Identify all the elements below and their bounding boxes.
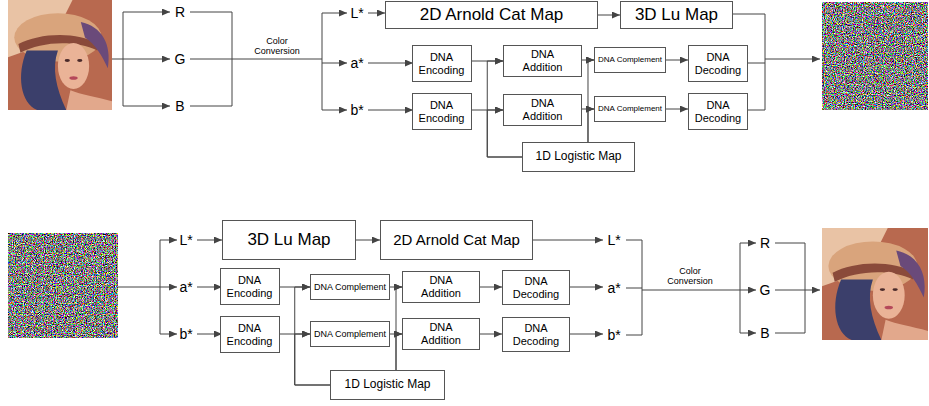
box-text: DNA Complement — [314, 329, 386, 339]
arrow-line — [570, 334, 603, 335]
box-text: DNA Addition — [517, 97, 569, 122]
process-box: DNA Encoding — [220, 268, 280, 305]
box-text: 2D Arnold Cat Map — [420, 5, 564, 25]
signal-label: L* — [179, 232, 192, 248]
box-text: DNA Encoding — [224, 322, 276, 347]
arrow-line — [368, 110, 413, 111]
process-box: DNA Complement — [310, 321, 390, 347]
signal-label: B — [175, 98, 184, 114]
box-text: DNA Decoding — [510, 322, 562, 347]
arrow-line — [123, 106, 170, 107]
process-box: 3D Lu Map — [620, 1, 733, 29]
process-box: 2D Arnold Cat Map — [380, 220, 533, 260]
signal-label: B — [760, 325, 769, 341]
box-text: DNA Encoding — [224, 274, 276, 299]
color-image — [8, 0, 112, 110]
flow-arrow — [666, 109, 688, 110]
process-box: 1D Logistic Map — [522, 142, 635, 172]
cipher-image — [822, 2, 928, 110]
arrow-line — [197, 287, 222, 288]
signal-label: b* — [607, 327, 620, 343]
arrow-line — [322, 110, 347, 111]
process-box: DNA Encoding — [412, 45, 472, 82]
signal-label: L* — [607, 232, 620, 248]
signal-label: b* — [350, 102, 363, 118]
signal-label: G — [175, 51, 186, 67]
process-box: DNA Addition — [402, 318, 480, 350]
signal-label: Color Conversion — [665, 266, 715, 287]
arrow-line — [740, 333, 756, 334]
signal-label: R — [175, 4, 185, 20]
process-box: DNA Encoding — [412, 93, 472, 130]
box-text: DNA Decoding — [692, 51, 744, 76]
flow-arrow — [598, 15, 620, 16]
arrow-line — [160, 240, 177, 241]
arrow-line — [368, 13, 385, 14]
process-box: DNA Addition — [503, 94, 582, 126]
process-box: 1D Logistic Map — [330, 370, 445, 400]
arrow-line — [740, 290, 756, 291]
arrow-line — [197, 240, 222, 241]
process-box: DNA Decoding — [502, 270, 570, 305]
arrow-line — [160, 287, 177, 288]
process-box: DNA Addition — [503, 45, 582, 77]
box-text: 1D Logistic Map — [344, 378, 430, 392]
box-text: DNA Decoding — [692, 99, 744, 124]
arrow-line — [533, 240, 603, 241]
box-text: 3D Lu Map — [247, 230, 330, 250]
arrow-line — [765, 59, 820, 60]
box-text: 2D Arnold Cat Map — [393, 231, 520, 248]
process-box: DNA Complement — [594, 96, 666, 122]
box-text: DNA Addition — [517, 48, 569, 73]
arrow-line — [160, 334, 177, 335]
flow-arrow — [356, 240, 380, 241]
signal-label: Color Conversion — [252, 36, 302, 57]
arrow-line — [123, 59, 170, 60]
process-box: DNA Decoding — [688, 93, 748, 130]
color-image — [822, 228, 928, 340]
signal-label: b* — [179, 326, 192, 342]
cipher-image — [8, 233, 118, 338]
box-text: DNA Complement — [598, 55, 662, 64]
arrow-line — [740, 243, 756, 244]
box-text: 3D Lu Map — [635, 5, 718, 25]
process-box: DNA Addition — [402, 271, 480, 303]
box-text: DNA Addition — [415, 321, 467, 346]
flow-arrow — [480, 287, 502, 288]
arrow-line — [805, 290, 820, 291]
process-box: DNA Complement — [594, 47, 666, 73]
arrow-line — [322, 63, 347, 64]
box-text: DNA Encoding — [416, 51, 468, 76]
process-box: DNA Encoding — [220, 316, 280, 353]
signal-label: a* — [607, 280, 620, 296]
signal-label: R — [760, 235, 770, 251]
signal-label: a* — [179, 279, 192, 295]
box-text: DNA Complement — [598, 104, 662, 113]
flow-arrow — [666, 60, 688, 61]
process-box: DNA Decoding — [502, 317, 570, 352]
flow-arrow — [480, 334, 502, 335]
arrow-line — [197, 334, 222, 335]
box-text: DNA Addition — [415, 274, 467, 299]
box-text: DNA Complement — [314, 282, 386, 292]
box-text: DNA Decoding — [510, 275, 562, 300]
arrow-line — [368, 63, 413, 64]
box-text: DNA Encoding — [416, 99, 468, 124]
box-text: 1D Logistic Map — [535, 150, 621, 164]
process-box: DNA Decoding — [688, 45, 748, 82]
process-box: 2D Arnold Cat Map — [385, 1, 598, 29]
signal-label: a* — [350, 55, 363, 71]
arrow-line — [123, 12, 170, 13]
signal-label: G — [760, 282, 771, 298]
arrow-line — [322, 13, 347, 14]
arrow-line — [570, 287, 603, 288]
process-box: DNA Complement — [310, 274, 390, 300]
signal-label: L* — [350, 5, 363, 21]
process-box: 3D Lu Map — [222, 220, 356, 260]
